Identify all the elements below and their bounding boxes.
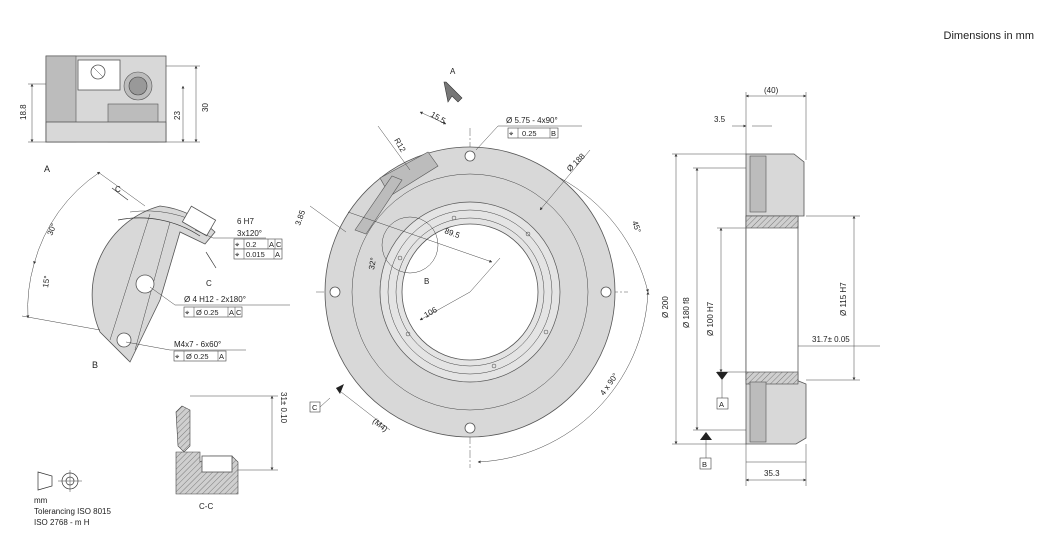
mount-hole-top	[464, 150, 476, 162]
svg-text:0.2: 0.2	[246, 240, 256, 249]
detail-b-hole-2	[116, 332, 132, 348]
hole-callout-5-75: Ø 5.75 - 4x90°	[506, 116, 558, 125]
datum-b-box	[699, 457, 712, 470]
svg-text:⌖: ⌖	[235, 240, 240, 249]
angle-4x90: 4 x 90°	[598, 372, 620, 398]
view-a-base	[45, 121, 167, 143]
projection-cone-icon	[37, 471, 53, 491]
front-view: 106 89.5 32° B 3.85 R12 15.5 A Ø 5.75 - …	[293, 67, 650, 468]
dim-35-3: 35.3	[764, 469, 780, 478]
datum-a-box	[716, 397, 729, 410]
legend: mm Tolerancing ISO 8015 ISO 2768 - m H	[34, 470, 111, 527]
view-arrow-a	[443, 81, 463, 103]
section-cc-label: C-C	[199, 502, 213, 511]
angle-15: 15°	[41, 275, 52, 288]
datum-a: A	[719, 400, 724, 409]
side-view-bore	[745, 215, 799, 381]
fcf-0-015-a: ⌖ 0.015 A	[233, 248, 283, 260]
dim-31: 31± 0.10	[279, 392, 288, 424]
thread-m4: (M4)	[371, 416, 390, 433]
section-c-mark-1: C	[115, 185, 121, 194]
legend-units: mm	[34, 496, 48, 505]
svg-text:A: A	[275, 250, 280, 259]
side-view: (40) 3.5 Ø 200 Ø 180 f8 Ø 100 H7 Ø 115 H…	[661, 86, 880, 486]
dia-180: Ø 180 f8	[682, 297, 691, 328]
units-note: Dimensions in mm	[943, 30, 1034, 42]
section-cc-lip	[175, 405, 191, 453]
svg-text:A: A	[229, 308, 234, 317]
dia-115: Ø 115 H7	[839, 282, 848, 316]
thread-callout-m4x7: M4x7 - 6x60°	[174, 340, 221, 349]
svg-text:Ø 0.25: Ø 0.25	[196, 308, 219, 317]
svg-text:⌖: ⌖	[185, 308, 190, 317]
section-c-mark-2: C	[206, 279, 212, 288]
svg-text:⌖: ⌖	[175, 352, 180, 361]
mount-hole-right	[600, 286, 612, 298]
dim-30: 30	[201, 103, 210, 112]
view-a: 18.8 23 30 A	[19, 55, 210, 174]
svg-text:0.015: 0.015	[246, 250, 265, 259]
fit-6h7: 6 H7	[237, 217, 254, 226]
angle-32: 32°	[367, 257, 378, 270]
pattern-3x120: 3x120°	[237, 229, 262, 238]
svg-text:C: C	[236, 308, 242, 317]
detail-b-hole-1	[135, 274, 155, 294]
dim-3-85: 3.85	[293, 208, 307, 226]
legend-iso: ISO 2768 - m H	[34, 518, 90, 527]
svg-text:B: B	[551, 129, 556, 138]
detail-b: 30° 15° C C 6 H7 3x120° ⌖ 0.2 A C ⌖ 0.01…	[21, 171, 290, 370]
dim-18-8: 18.8	[19, 104, 28, 120]
radius-r12: R12	[392, 137, 407, 155]
svg-text:⌖: ⌖	[509, 129, 514, 138]
fcf-front-0-25-b: ⌖ 0.25 B	[507, 127, 559, 139]
dim-23: 23	[173, 111, 182, 120]
dia-200: Ø 200	[661, 296, 670, 318]
svg-text:C: C	[276, 240, 282, 249]
fcf-0-25-ac: ⌖ Ø 0.25 A C	[183, 306, 243, 318]
fcf-0-25-a: ⌖ Ø 0.25 A	[173, 350, 227, 362]
svg-text:A: A	[219, 352, 224, 361]
svg-text:Ø 0.25: Ø 0.25	[186, 352, 209, 361]
angle-30: 30°	[46, 222, 59, 237]
detail-b-label: B	[92, 360, 98, 370]
view-arrow-a-label: A	[450, 67, 456, 76]
dia-100: Ø 100 H7	[706, 301, 715, 336]
mount-hole-bottom	[464, 422, 476, 434]
datum-b: B	[702, 460, 707, 469]
mount-hole-left	[329, 286, 341, 298]
svg-text:⌖: ⌖	[235, 250, 240, 259]
front-detail-b: B	[424, 277, 429, 286]
datum-c: C	[312, 403, 318, 412]
hole-callout-4h12: Ø 4 H12 - 2x180°	[184, 295, 246, 304]
dim-3-5: 3.5	[714, 115, 726, 124]
dia-188: Ø 188	[565, 151, 587, 173]
angle-45: 45°	[630, 220, 643, 234]
view-a-label: A	[44, 164, 50, 174]
section-cc: 31± 0.10 C-C	[175, 392, 288, 511]
fcf-0-2-ac: ⌖ 0.2 A C	[233, 238, 283, 250]
svg-text:0.25: 0.25	[522, 129, 537, 138]
svg-text:A: A	[269, 240, 274, 249]
dim-31-7: 31.7± 0.05	[812, 335, 850, 344]
legend-tolerancing: Tolerancing ISO 8015	[34, 507, 111, 516]
dim-40: (40)	[764, 86, 779, 95]
